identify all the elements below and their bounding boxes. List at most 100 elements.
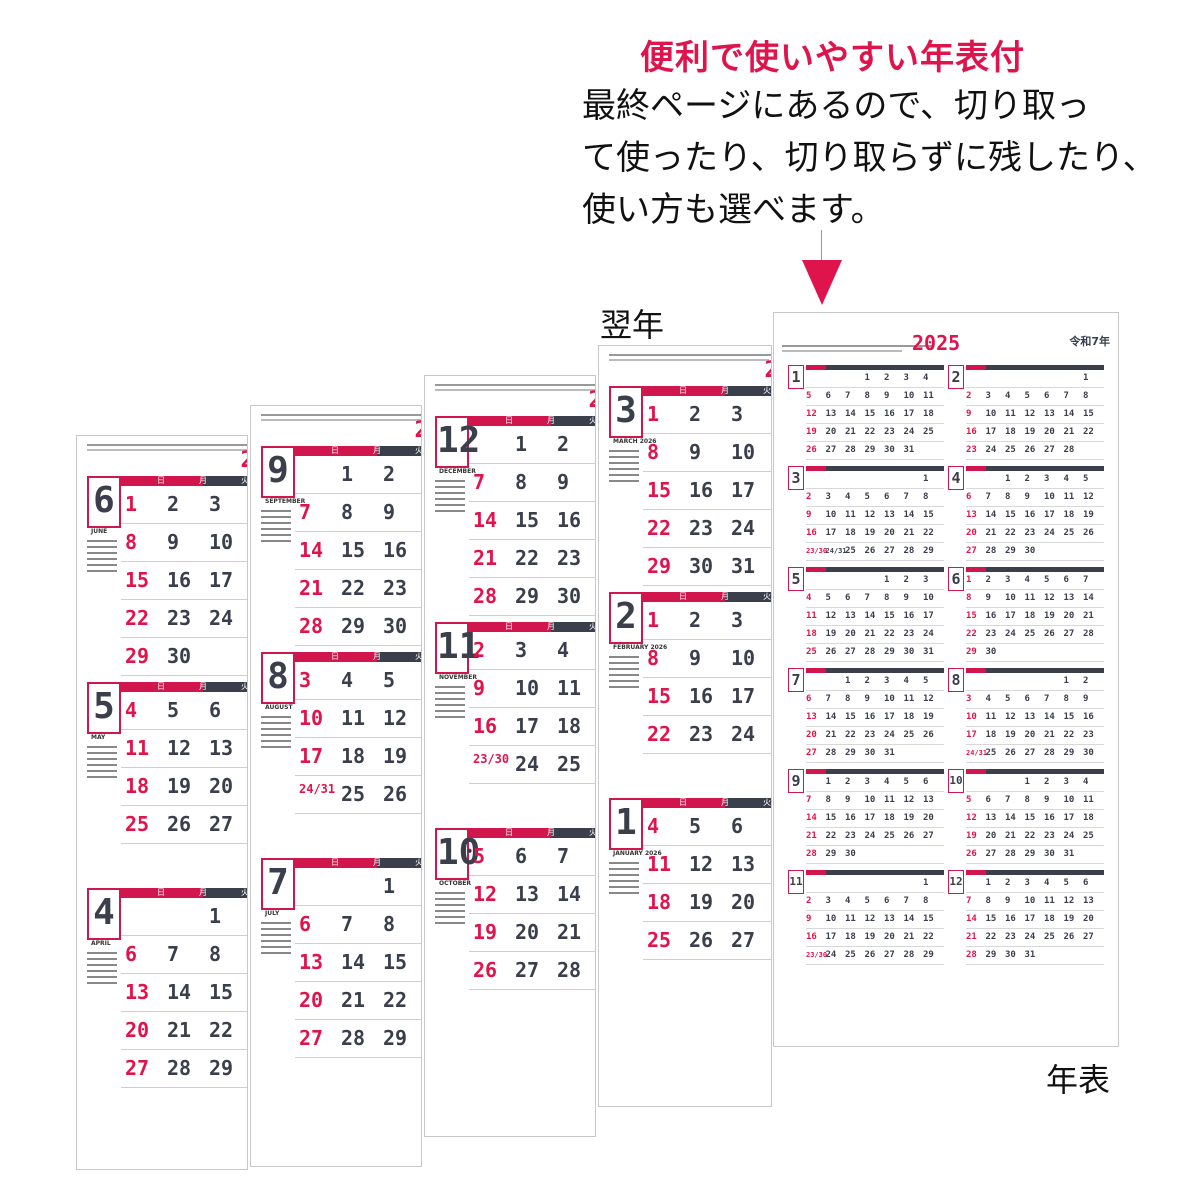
day-number: 8 [647, 440, 660, 464]
day-number: 7 [341, 912, 354, 936]
day-number: 6 [299, 912, 312, 936]
weekday-label: 月 [199, 888, 207, 897]
year-table-day: 2 [903, 575, 909, 585]
year-table-day: 1 [985, 878, 991, 888]
year-table-day: 23 [1083, 730, 1094, 740]
year-table-day: 14 [1063, 409, 1075, 419]
day-number: 23 [383, 576, 408, 600]
year-table-day: 20 [1024, 730, 1036, 740]
day-number: 20 [299, 988, 324, 1012]
week-row: 1 [295, 868, 421, 906]
weekday-label: 日 [679, 798, 687, 807]
year-table-day: 15 [1024, 813, 1036, 823]
day-number: 9 [689, 646, 702, 670]
weekday-header: 日月火 [295, 858, 421, 868]
month-number: 4 [87, 888, 121, 940]
day-number: 29 [341, 614, 366, 638]
year-table-day: 22 [923, 932, 934, 942]
year-table-day: 24 [1005, 629, 1016, 639]
year-table-day: 12 [923, 694, 934, 704]
year-table-day: 12 [864, 510, 876, 520]
year-table-day: 18 [1044, 914, 1055, 924]
year-table-day: 21 [1063, 427, 1075, 437]
year-table-day: 8 [1024, 795, 1030, 805]
year-table-day: 20 [985, 831, 997, 841]
year-table-day: 10 [1063, 795, 1075, 805]
day-number: 6 [125, 942, 138, 966]
year-table-day: 13 [923, 795, 934, 805]
year-table-day: 6 [845, 593, 851, 603]
year-table-day: 25 [884, 831, 895, 841]
month-block: 7JULY日月火1678131415202122272829 [251, 858, 421, 1108]
day-number: 10 [515, 676, 540, 700]
year-table-day: 6 [825, 391, 831, 401]
year-table-day: 20 [884, 528, 895, 538]
year-table-day: 26 [1024, 445, 1036, 455]
year-table-day: 24 [884, 730, 895, 740]
weekday-label: 火 [589, 416, 595, 426]
year-table-day: 23 [845, 831, 856, 841]
year-table-day: 26 [1063, 932, 1075, 942]
fine-print [782, 350, 902, 352]
year-table-day: 18 [903, 712, 915, 722]
year-table-day: 10 [985, 409, 997, 419]
day-number: 29 [383, 1026, 408, 1050]
day-number: 25 [125, 812, 150, 836]
year-table-day: 2 [806, 492, 812, 502]
year-table-day: 8 [825, 795, 831, 805]
year-table-day: 7 [1005, 795, 1011, 805]
year-table-day: 19 [966, 831, 977, 841]
year-table-day: 21 [864, 629, 876, 639]
fine-print [435, 384, 595, 386]
sheet-year: 20 [241, 448, 248, 473]
year-table-day: 7 [825, 694, 831, 704]
year-table-day: 7 [966, 896, 972, 906]
day-number: 27 [515, 958, 540, 982]
year-table-day: 5 [864, 492, 870, 502]
year-table-day: 8 [923, 896, 929, 906]
year-table-day: 28 [864, 647, 876, 657]
day-number: 30 [689, 554, 714, 578]
year-table-day: 30 [985, 647, 997, 657]
year-table-day: 22 [1063, 730, 1075, 740]
year-table-day: 24 [864, 831, 876, 841]
day-number: 14 [167, 980, 192, 1004]
year-table-day: 8 [845, 694, 851, 704]
calendar-sheet: 203MARCH 2026日月火123891015161722232429303… [598, 345, 772, 1107]
weekday-label: 月 [721, 386, 729, 395]
day-number: 28 [557, 958, 582, 982]
year-table-day: 5 [825, 593, 831, 603]
year-table-day: 12 [966, 813, 977, 823]
day-number: 28 [299, 614, 324, 638]
year-table-day: 11 [845, 510, 856, 520]
year-table-day: 17 [1005, 611, 1016, 621]
day-number: 3 [515, 638, 528, 662]
month-notes [435, 892, 465, 928]
year-table-day: 21 [903, 528, 915, 538]
day-number: 4 [557, 638, 570, 662]
year-table-day: 29 [985, 950, 997, 960]
year-table-day: 31 [884, 748, 895, 758]
day-number: 17 [209, 568, 234, 592]
day-number: 2 [473, 638, 486, 662]
year-table-day: 23 [884, 427, 895, 437]
month-number: 3 [609, 386, 643, 438]
weekday-label: 日 [505, 622, 513, 631]
year-table-day: 3 [825, 896, 831, 906]
year-table-day: 19 [825, 629, 837, 639]
year-table-day: 28 [1063, 445, 1075, 455]
year-table-day: 31 [1063, 849, 1075, 859]
year-table-day: 19 [1024, 427, 1036, 437]
